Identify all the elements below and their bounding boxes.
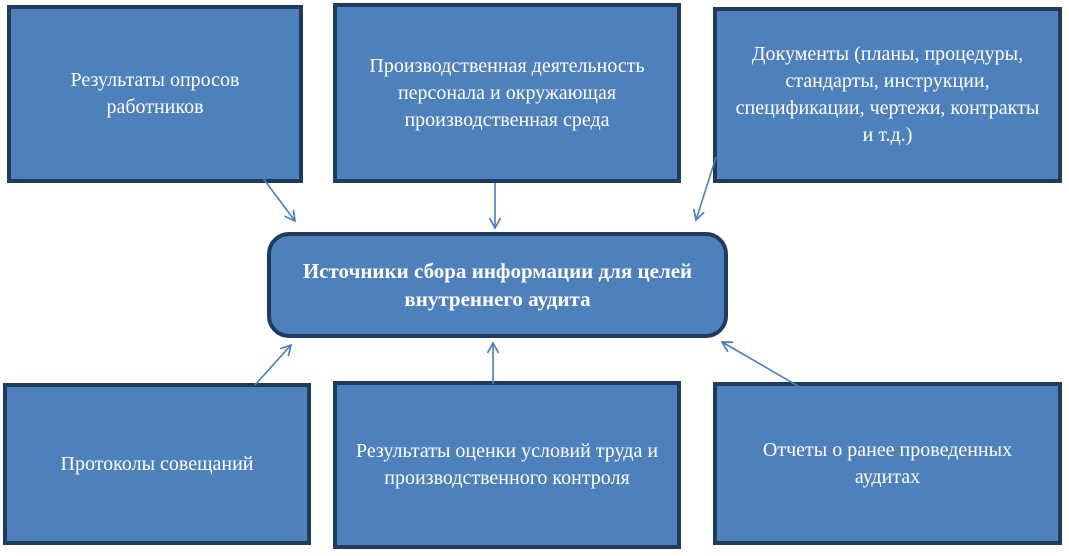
source-box-label: Результаты опросов работников <box>70 69 240 118</box>
source-box-previous-audit-reports: Отчеты о ранее проведенных аудитах <box>713 382 1062 545</box>
source-box-meeting-minutes: Протоколы совещаний <box>3 383 311 545</box>
source-box-documents: Документы (планы, процедуры, стандарты, … <box>713 7 1062 183</box>
source-box-working-conditions: Результаты оценки условий труда и произв… <box>333 381 681 549</box>
arrow-bottom-left-to-center <box>254 345 291 386</box>
source-box-label: Результаты оценки условий труда и произв… <box>355 440 659 489</box>
source-box-label: Документы (планы, процедуры, стандарты, … <box>735 43 1040 146</box>
source-box-label: Производственная деятельность персонала … <box>369 54 645 131</box>
arrow-bottom-right-to-center <box>722 342 799 387</box>
source-box-label: Отчеты о ранее проведенных аудитах <box>762 438 1013 488</box>
center-box-information-sources: Источники сбора информации для целей вну… <box>267 232 728 338</box>
source-box-production-activity: Производственная деятельность персонала … <box>333 3 681 183</box>
center-box-label: Источники сбора информации для целей вну… <box>302 258 693 311</box>
source-box-employee-surveys: Результаты опросов работников <box>7 5 303 183</box>
source-box-label: Протоколы совещаний <box>60 452 254 475</box>
